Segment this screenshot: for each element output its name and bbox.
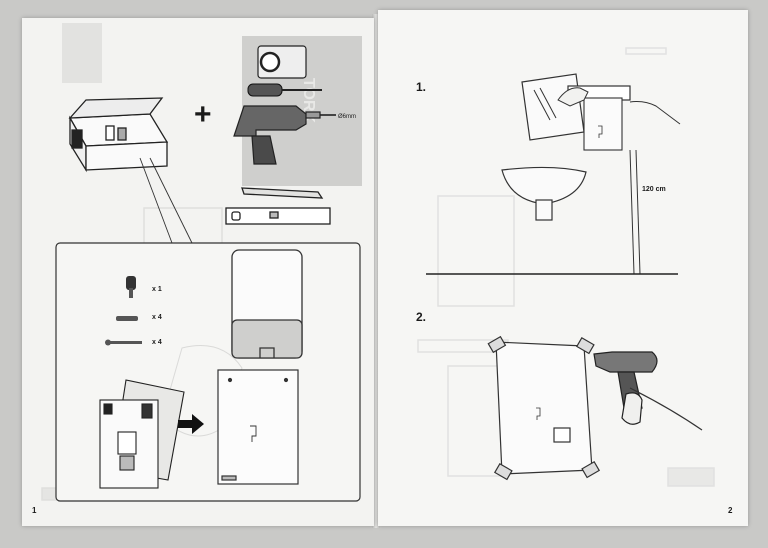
manual-illustration	[99, 379, 185, 489]
level-icon	[225, 187, 331, 225]
screwdriver-icon	[247, 83, 322, 97]
arrow-right-icon	[178, 414, 204, 434]
page-number-right: 2	[728, 506, 733, 515]
sink-illustration	[501, 166, 587, 221]
hand-icon	[557, 87, 681, 125]
left-page-illustrations: TORK Ø6mm	[41, 23, 362, 502]
key-icon	[126, 276, 136, 298]
svg-text:Ø6mm: Ø6mm	[338, 114, 356, 120]
screw-icon	[105, 316, 142, 346]
left-page: TORK Ø6mm	[22, 18, 374, 526]
right-page: 1. 2. 120 cm 2	[378, 10, 748, 526]
step1-backplate	[583, 97, 623, 151]
tape-icon	[257, 45, 307, 79]
right-page-illustrations	[417, 47, 715, 487]
drill-icon: Ø6mm	[233, 105, 356, 165]
step-1-label: 1.	[416, 80, 427, 94]
box-icon	[68, 97, 169, 173]
plus-symbol: +	[194, 98, 212, 131]
height-label: 120 cm	[642, 186, 666, 193]
callout-lines	[139, 157, 193, 244]
qty-key: x 1	[152, 286, 162, 293]
book-gutter	[372, 14, 380, 528]
backplate-illustration	[217, 369, 299, 485]
bleed-through	[417, 47, 715, 487]
drill-icon	[593, 351, 703, 431]
step2-backplate	[487, 335, 601, 481]
height-measure	[629, 149, 641, 275]
step-2-label: 2.	[416, 310, 427, 324]
faded-block	[62, 23, 102, 83]
qty-screw: x 4	[152, 339, 162, 346]
qty-anchor: x 4	[152, 314, 162, 321]
page-number-left: 1	[32, 506, 37, 515]
dispenser-illustration	[231, 249, 303, 359]
